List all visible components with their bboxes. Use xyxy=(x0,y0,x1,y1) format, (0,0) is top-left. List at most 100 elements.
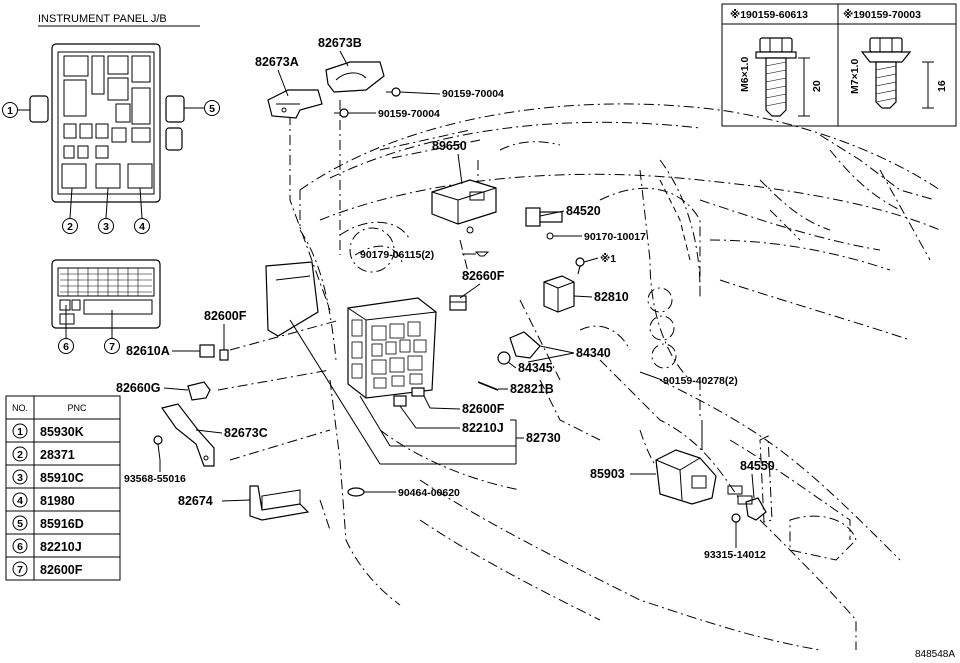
label-90170-10017: 90170-10017 xyxy=(584,231,646,243)
svg-text:6: 6 xyxy=(63,341,69,353)
label-93315-14012: 93315-14012 xyxy=(704,549,766,561)
bracket-82673b-icon xyxy=(325,61,385,93)
label-82600f-a: 82600F xyxy=(204,309,247,323)
bolt-2-thread: M7×1.0 xyxy=(849,59,861,94)
ref-code: 848548A xyxy=(915,649,955,660)
pnc-header-no: NO. xyxy=(12,403,28,413)
part-labels: 82673A 82673B 90159-70004 90159-70004 89… xyxy=(116,36,775,561)
label-82660f: 82660F xyxy=(462,269,505,283)
svg-text:1: 1 xyxy=(7,105,13,117)
bolt-2-length: 16 xyxy=(936,80,948,92)
svg-text:5: 5 xyxy=(209,103,215,115)
hvac-knobs xyxy=(349,227,677,369)
label-star1: ※1 xyxy=(600,253,616,265)
svg-text:4: 4 xyxy=(139,221,145,233)
label-90159-70004-a: 90159-70004 xyxy=(442,88,504,100)
ecu-89650-icon xyxy=(431,179,497,257)
screw-93315-14012-icon xyxy=(731,513,741,523)
table-row: 5 85916D xyxy=(12,515,84,531)
svg-text:85930K: 85930K xyxy=(40,425,84,439)
switch-84520-icon xyxy=(525,207,563,240)
callout-5: 5 xyxy=(184,100,220,116)
dashboard-outline xyxy=(299,103,941,651)
table-row: 7 82600F xyxy=(12,561,83,577)
svg-text:3: 3 xyxy=(17,472,23,484)
table-row: 3 85910C xyxy=(12,469,84,485)
screw-93568-55016-icon xyxy=(153,435,163,461)
svg-text:81980: 81980 xyxy=(40,494,75,508)
junction-block-82730-icon xyxy=(347,297,437,399)
label-90179-06115: 90179-06115(2) xyxy=(360,249,434,261)
table-row: 4 81980 xyxy=(12,492,75,508)
label-82673b: 82673B xyxy=(318,36,362,50)
clip-90464-00620-icon xyxy=(347,487,365,497)
label-82610a: 82610A xyxy=(126,344,170,358)
label-85903: 85903 xyxy=(590,467,625,481)
bolt-inset-1-code: ※190159-60613 xyxy=(730,9,808,21)
ecu-plate-icon xyxy=(265,261,319,337)
bolt-1-icon xyxy=(755,37,810,117)
bolt-2-icon xyxy=(860,37,934,109)
guide-lines xyxy=(217,100,701,531)
svg-text:4: 4 xyxy=(17,495,23,507)
bolt-1-length: 20 xyxy=(811,80,823,92)
switch-84340-icon xyxy=(497,331,541,365)
table-row: 2 28371 xyxy=(12,446,75,462)
label-82673c: 82673C xyxy=(224,426,268,440)
callout-3: 3 xyxy=(98,187,114,234)
svg-text:1: 1 xyxy=(17,426,23,438)
label-82821b: 82821B xyxy=(510,382,554,396)
control-unit-85903-icon xyxy=(655,420,717,505)
label-84340: 84340 xyxy=(576,346,611,360)
callout-6: 6 xyxy=(58,305,74,354)
svg-text:2: 2 xyxy=(67,221,73,233)
bracket-82673c-icon xyxy=(161,403,215,467)
svg-text:6: 6 xyxy=(17,541,23,553)
bolt-1-thread: M6×1.0 xyxy=(739,57,751,92)
jb-title: INSTRUMENT PANEL J/B xyxy=(38,13,167,25)
fuse-82821b-icon xyxy=(477,381,499,391)
callout-2: 2 xyxy=(62,187,78,234)
label-82660g: 82660G xyxy=(116,381,160,395)
label-90159-70004-b: 90159-70004 xyxy=(378,108,440,120)
svg-text:3: 3 xyxy=(103,221,109,233)
fuse-82600f-icon xyxy=(219,349,229,361)
svg-text:82600F: 82600F xyxy=(40,563,83,577)
svg-text:7: 7 xyxy=(17,564,23,576)
console-shifter xyxy=(759,435,857,561)
label-84520: 84520 xyxy=(566,204,601,218)
label-90159-40278: 90159-40278(2) xyxy=(663,375,738,387)
table-row: 6 82210J xyxy=(12,538,82,554)
bolt-insets: ※190159-60613 ※190159-70003 M6×1.0 20 xyxy=(721,3,957,127)
svg-text:82210J: 82210J xyxy=(40,540,82,554)
relay-82660g-icon xyxy=(187,381,211,401)
label-82730: 82730 xyxy=(526,431,561,445)
callout-4: 4 xyxy=(134,187,150,234)
callout-7: 7 xyxy=(104,310,120,354)
label-90464-00620: 90464-00620 xyxy=(398,487,460,499)
label-84550: 84550 xyxy=(740,459,775,473)
relay-82810-icon xyxy=(543,275,575,313)
pnc-header-pnc: PNC xyxy=(67,403,87,413)
label-82600f-b: 82600F xyxy=(462,402,505,416)
svg-text:7: 7 xyxy=(109,341,115,353)
svg-text:5: 5 xyxy=(17,518,23,530)
label-84345: 84345 xyxy=(518,361,553,375)
bracket-82673a-icon xyxy=(267,89,323,119)
label-82210j: 82210J xyxy=(462,421,504,435)
pnc-table: NO. PNC 1 85930K 2 28371 3 85910C 4 8198… xyxy=(5,395,121,581)
screw-90159-70004-a-icon xyxy=(386,87,401,97)
junction-block-top-view xyxy=(29,43,185,203)
label-82673a: 82673A xyxy=(255,55,299,69)
table-row: 1 85930K xyxy=(12,423,84,439)
svg-text:2: 2 xyxy=(17,449,23,461)
label-82810: 82810 xyxy=(594,290,629,304)
callout-1: 1 xyxy=(2,102,30,118)
svg-text:85916D: 85916D xyxy=(40,517,84,531)
svg-text:85910C: 85910C xyxy=(40,471,84,485)
switch-84550-icon xyxy=(727,485,767,521)
relay-82660f-icon xyxy=(449,295,467,311)
label-89650: 89650 xyxy=(432,139,467,153)
label-82674: 82674 xyxy=(178,494,213,508)
